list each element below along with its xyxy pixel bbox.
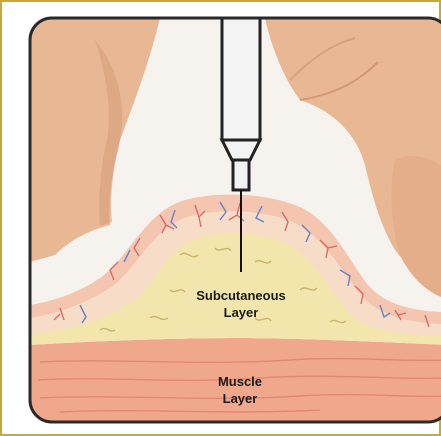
subcutaneous-label-line1: Subcutaneous [196, 288, 286, 303]
subcutaneous-label-line2: Layer [224, 305, 259, 320]
syringe-barrel [222, 10, 260, 140]
illustration-panel: Subcutaneous Layer Muscle Layer [30, 10, 441, 422]
syringe-hub [233, 160, 249, 190]
muscle-label-line2: Layer [223, 391, 258, 406]
muscle-label-line1: Muscle [218, 374, 262, 389]
